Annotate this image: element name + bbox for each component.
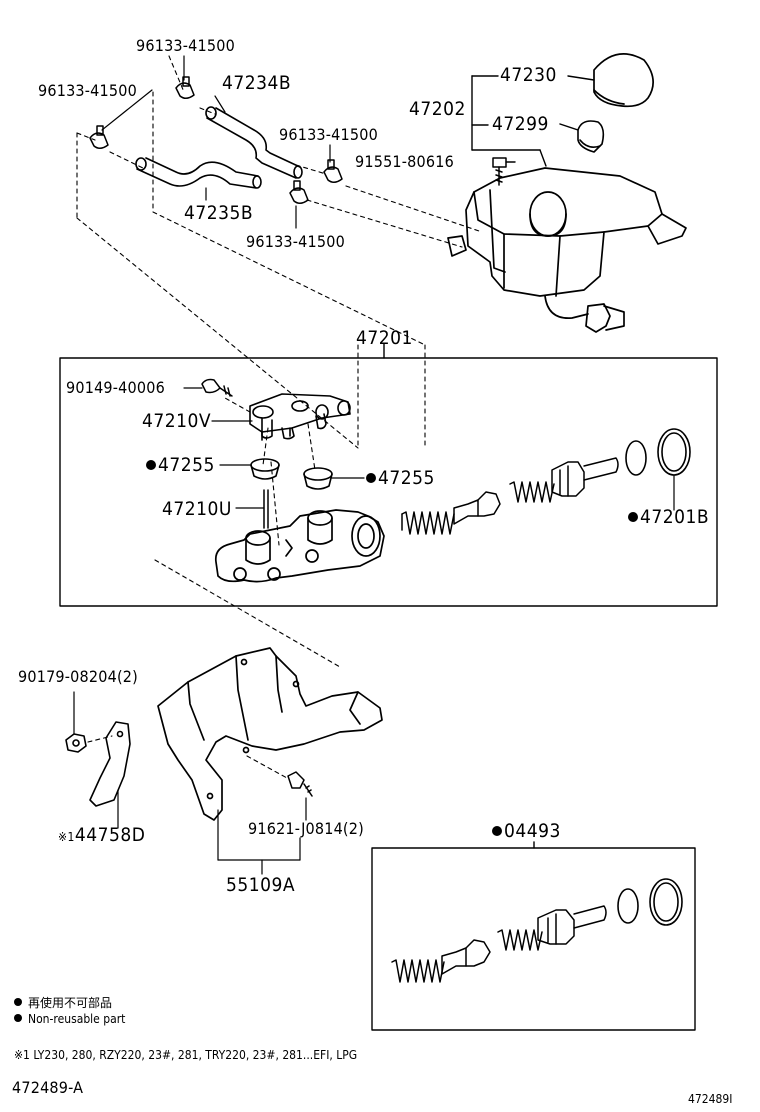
ref-right: 472489I <box>688 1092 733 1106</box>
box-04493 <box>371 841 696 1031</box>
ref-left: 472489-A <box>12 1078 84 1097</box>
grommet-left-part <box>250 458 280 480</box>
label-grommet-right-text: 47255 <box>378 467 435 489</box>
bracket-assy-part <box>157 647 383 821</box>
cylinder-body <box>214 509 385 583</box>
reservoir-tank <box>447 167 687 333</box>
kit-ring-small <box>617 888 639 924</box>
spring-2 <box>509 481 555 503</box>
label-hose-upper: 47234B <box>222 72 292 94</box>
label-screw: 90149-40006 <box>66 378 165 397</box>
legend-en-text: Non-reusable part <box>28 1012 126 1026</box>
label-grommet-left-text: 47255 <box>158 454 215 476</box>
label-repair-kit-text: 04493 <box>504 820 561 842</box>
spring-1 <box>401 511 455 535</box>
clamp-right-b <box>289 180 309 204</box>
ring-small <box>625 440 647 476</box>
legend-dot-icon <box>14 998 22 1006</box>
group-bracket-47202 <box>471 75 595 167</box>
piston-2 <box>551 457 619 497</box>
kit-spring-1 <box>391 959 445 983</box>
screw-part <box>201 378 233 397</box>
guide-lines <box>76 55 483 779</box>
union-part <box>249 393 351 441</box>
leaders-upper <box>101 55 331 229</box>
clamp-right-a <box>323 159 343 183</box>
bolt-bracket-part <box>287 771 313 797</box>
pin-part <box>263 489 269 529</box>
label-clamp-right-b: 96133-41500 <box>246 232 345 251</box>
kit-piston-1 <box>441 939 491 975</box>
label-hose-lower: 47235B <box>184 202 254 224</box>
label-reservoir-sub: 47202 <box>409 98 466 120</box>
label-repair-kit: 04493 <box>492 820 561 842</box>
clamp-left <box>89 125 109 149</box>
bracket-part <box>89 721 131 807</box>
label-nut: 90179-08204(2) <box>18 667 138 686</box>
ring-large <box>657 428 691 476</box>
label-bracket: ※144758D <box>58 824 145 846</box>
legend-jp-text: 再使用不可部品 <box>28 996 113 1010</box>
label-grommet-right: 47255 <box>366 467 435 489</box>
label-seal-ring: 47201B <box>628 506 709 528</box>
label-bolt-bracket: 91621-J0814(2) <box>248 819 364 838</box>
label-union: 47210V <box>142 410 212 432</box>
label-bracket-assy: 55109A <box>226 874 296 896</box>
label-strainer: 47299 <box>492 113 549 135</box>
label-master-cyl-assy: 47201 <box>356 327 413 349</box>
reservoir-cap <box>593 53 654 108</box>
kit-ring-large <box>649 878 683 926</box>
legend-dot-icon <box>14 1014 22 1022</box>
kit-piston-2 <box>537 905 607 945</box>
strainer <box>577 120 605 153</box>
label-bracket-text: 44758D <box>74 824 146 846</box>
grommet-right-part <box>303 467 333 490</box>
label-clamp-right-a: 96133-41500 <box>279 125 378 144</box>
label-clamp-top-left: 96133-41500 <box>136 36 235 55</box>
leaders-bracket <box>73 691 307 875</box>
label-pin: 47210U <box>162 498 232 520</box>
legend-jp: 再使用不可部品 <box>14 994 112 1011</box>
legend-en: Non-reusable part <box>14 1012 125 1026</box>
label-bolt-reservoir: 91551-80616 <box>355 152 454 171</box>
label-cap: 47230 <box>500 64 557 86</box>
box-47201 <box>59 343 718 607</box>
label-grommet-left: 47255 <box>146 454 215 476</box>
label-bracket-mark: ※1 <box>58 830 75 844</box>
leaders-box <box>183 387 675 511</box>
kit-spring-2 <box>497 929 543 951</box>
hose-upper <box>205 106 303 179</box>
footnote: ※1 LY230, 280, RZY220, 23#, 281, TRY220,… <box>14 1048 358 1062</box>
piston-1 <box>453 491 501 525</box>
hose-lower <box>135 157 262 189</box>
nut-part <box>65 733 87 753</box>
clamp-top-upper <box>175 76 195 99</box>
label-seal-ring-text: 47201B <box>640 506 710 528</box>
label-clamp-upper: 96133-41500 <box>38 81 137 100</box>
